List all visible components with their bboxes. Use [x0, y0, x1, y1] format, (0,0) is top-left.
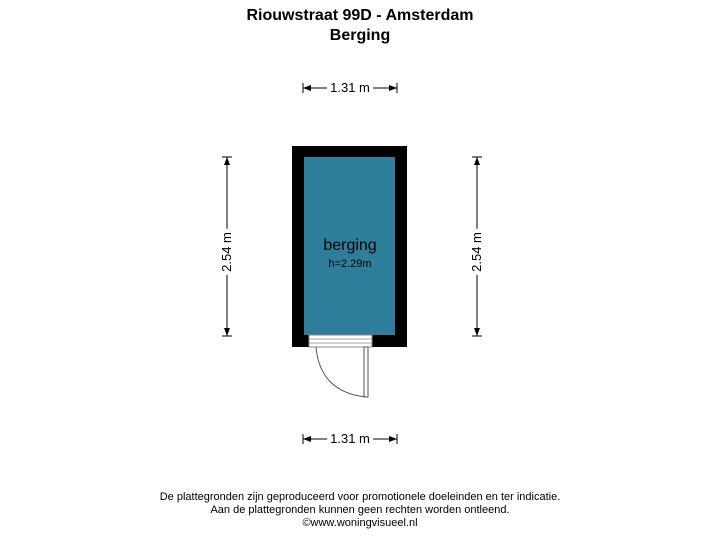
- disclaimer-line-1: De plattegronden zijn geproduceerd voor …: [159, 491, 561, 503]
- dimension-label-bottom: 1.31 m: [327, 432, 373, 446]
- door-swing-arc: [315, 346, 367, 398]
- disclaimer-line-2: Aan de plattegronden kunnen geen rechten…: [210, 504, 510, 516]
- room-floor-berging: [304, 157, 395, 335]
- door-leaf: [363, 346, 369, 398]
- plan-subtitle: Berging: [329, 27, 391, 44]
- room-name: berging: [323, 237, 377, 254]
- dimension-label-right: 2.54 m: [469, 229, 484, 275]
- room-height: h=2.29m: [328, 258, 372, 270]
- plan-title: Riouwstraat 99D - Amsterdam: [246, 7, 474, 24]
- dimension-label-top: 1.31 m: [327, 81, 373, 95]
- dimension-label-left: 2.54 m: [219, 229, 234, 275]
- copyright-line: ©www.woningvisueel.nl: [302, 517, 418, 529]
- door: [308, 334, 373, 398]
